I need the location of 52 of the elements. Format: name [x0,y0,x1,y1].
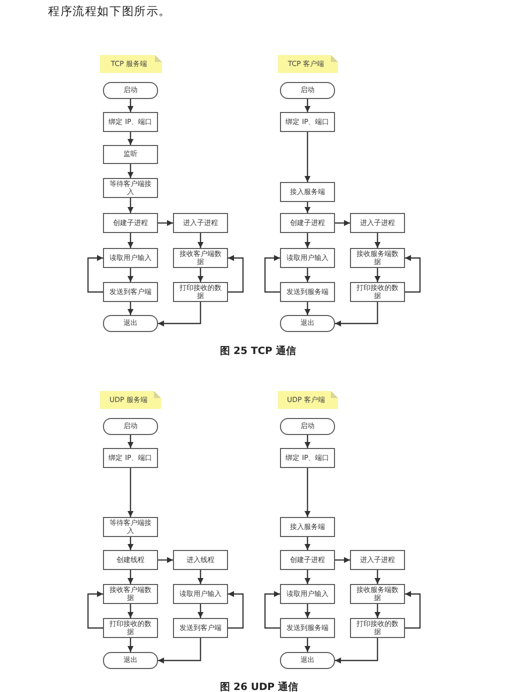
figure-caption: 图 26 UDP 通信 [220,680,298,692]
paragraph-text: 程序流程如下图所示。 [48,4,171,19]
arrow [304,468,310,517]
arrow [405,591,421,629]
arrow [128,604,134,618]
arrow [374,268,380,282]
arrow [304,233,310,248]
arrow [304,638,310,652]
arrow [335,557,350,563]
arrow [128,435,134,448]
arrow [128,268,134,282]
arrow [264,255,280,293]
arrow [87,255,103,293]
arrow [158,638,202,664]
arrow [228,255,244,293]
arrow [198,570,204,584]
arrow [304,132,310,182]
arrow [304,604,310,618]
arrow [128,302,134,315]
arrow [198,233,204,248]
arrow [304,570,310,584]
arrow [304,202,310,213]
arrow [128,164,134,178]
arrow [128,537,134,550]
arrow [335,302,378,326]
arrow [198,268,204,282]
arrow [128,132,134,145]
arrow [304,435,310,448]
arrow [304,99,310,112]
arrow [158,557,173,563]
arrow [128,570,134,584]
arrow [128,468,134,517]
arrow [335,220,350,226]
arrow [87,591,103,629]
arrow [228,591,244,629]
arrow [304,537,310,550]
arrow [374,233,380,248]
arrow [128,198,134,213]
arrow [128,233,134,248]
arrow [158,302,202,326]
figure-caption: 图 25 TCP 通信 [220,344,296,358]
arrow [304,268,310,282]
arrow [128,99,134,112]
arrow [128,638,134,652]
arrow [304,302,310,315]
arrow [198,604,204,618]
arrow [335,638,378,664]
arrow [405,255,421,293]
arrow [158,220,173,226]
arrow [264,591,280,629]
arrow [374,604,380,618]
arrow [374,570,380,584]
